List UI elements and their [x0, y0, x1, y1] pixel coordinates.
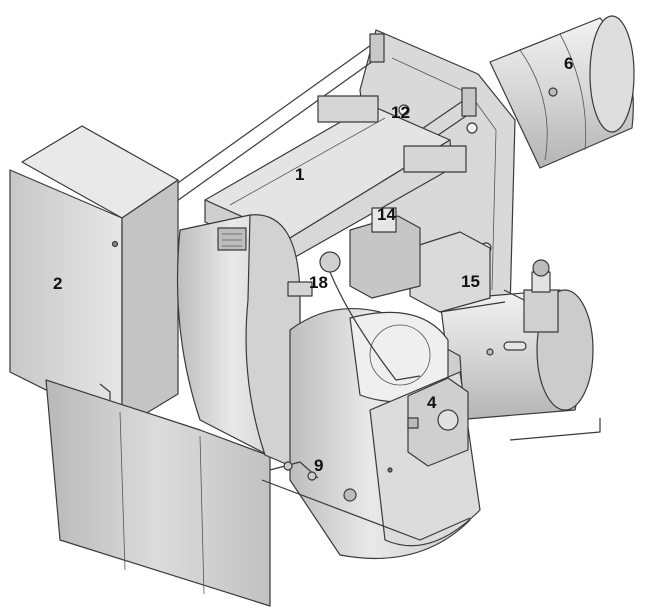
air-damper-linkage — [269, 461, 319, 481]
callout-1: 1 — [295, 165, 304, 184]
air-duct — [45, 379, 271, 607]
fan-housing — [176, 214, 301, 471]
callout-12: 12 — [391, 103, 410, 122]
callout-6: 6 — [564, 54, 573, 73]
callout-9: 9 — [314, 456, 323, 475]
callout-14: 14 — [377, 205, 396, 224]
callout-18: 18 — [309, 273, 328, 292]
callout-2: 2 — [53, 274, 62, 293]
callout-15: 15 — [461, 272, 480, 291]
actuator-assembly — [287, 207, 506, 381]
control-box — [9, 125, 179, 429]
pump — [407, 377, 469, 467]
blast-tube — [489, 15, 635, 169]
callout-4: 4 — [427, 393, 437, 412]
motor-body — [261, 307, 481, 560]
valve — [503, 259, 559, 333]
